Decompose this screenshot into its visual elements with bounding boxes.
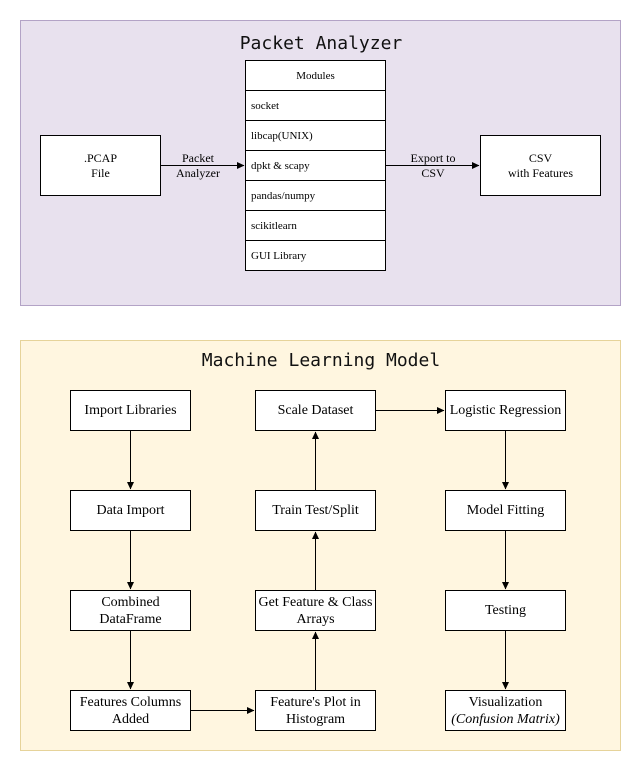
feature-plot-line2: Histogram <box>285 711 346 727</box>
feature-class-line2: Arrays <box>296 611 335 627</box>
edge-packet-line2: Analyzer <box>176 166 220 180</box>
csv-features-box: CSV with Features <box>480 135 601 196</box>
model-fitting-box: Model Fitting <box>445 490 566 531</box>
module-scikitlearn: scikitlearn <box>245 210 386 241</box>
module-pandas-numpy: pandas/numpy <box>245 180 386 211</box>
ml-model-title: Machine Learning Model <box>201 350 441 371</box>
import-libraries-box: Import Libraries <box>70 390 191 431</box>
features-columns-line2: Added <box>111 711 150 727</box>
module-dpkt-scapy: dpkt & scapy <box>245 150 386 181</box>
data-import-box: Data Import <box>70 490 191 531</box>
combined-line2: DataFrame <box>99 611 162 627</box>
visualization-line2: (Confusion Matrix) <box>451 711 560 727</box>
visualization-line1: Visualization <box>468 694 543 710</box>
feature-plot-line1: Feature's Plot in <box>270 694 361 710</box>
csv-line2: with Features <box>508 165 573 180</box>
visualization-box: Visualization (Confusion Matrix) <box>445 690 566 731</box>
scale-dataset-box: Scale Dataset <box>255 390 376 431</box>
combined-line1: Combined <box>101 594 160 610</box>
train-test-split-box: Train Test/Split <box>255 490 376 531</box>
module-libcap: libcap(UNIX) <box>245 120 386 151</box>
combined-dataframe-box: Combined DataFrame <box>70 590 191 631</box>
features-columns-box: Features Columns Added <box>70 690 191 731</box>
module-gui-library: GUI Library <box>245 240 386 271</box>
packet-analyzer-edge-label: Packet Analyzer <box>168 151 228 181</box>
pcap-line2: File <box>91 165 110 180</box>
testing-box: Testing <box>445 590 566 631</box>
module-socket: socket <box>245 90 386 121</box>
logistic-regression-box: Logistic Regression <box>445 390 566 431</box>
edge-packet-line1: Packet <box>182 151 214 165</box>
pcap-line1: .PCAP <box>83 150 118 165</box>
export-csv-edge-label: Export to CSV <box>402 151 464 181</box>
features-columns-line1: Features Columns <box>79 694 182 710</box>
packet-analyzer-title: Packet Analyzer <box>239 33 403 54</box>
csv-line1: CSV <box>528 150 553 165</box>
modules-header: Modules <box>245 60 386 91</box>
feature-plot-box: Feature's Plot in Histogram <box>255 690 376 731</box>
edge-export-line1: Export to <box>410 151 456 165</box>
pcap-file-box: .PCAP File <box>40 135 161 196</box>
edge-export-line2: CSV <box>421 166 445 180</box>
feature-class-line1: Get Feature & Class <box>258 594 373 610</box>
feature-class-arrays-box: Get Feature & Class Arrays <box>255 590 376 631</box>
